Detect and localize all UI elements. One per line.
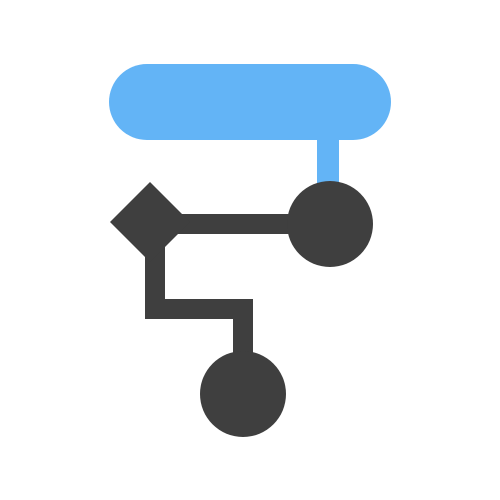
end-node-circle <box>200 351 286 437</box>
process-node-circle <box>287 181 373 267</box>
decision-diamond-shape <box>110 182 190 262</box>
terminal-shape <box>109 64 391 140</box>
elbow-connector <box>145 245 253 360</box>
diamond-to-node-connector <box>170 214 300 234</box>
terminal-connector-line <box>317 136 339 184</box>
